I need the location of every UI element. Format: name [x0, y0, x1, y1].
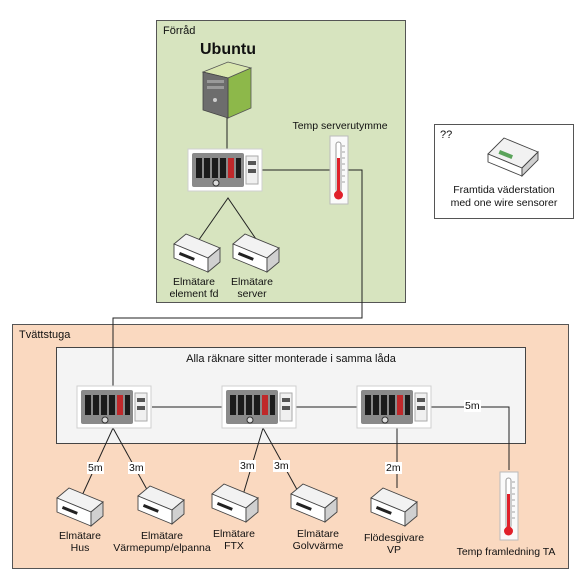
device-flow-2: VP — [386, 544, 401, 556]
device-el-golv-2: Golvvärme — [292, 540, 344, 552]
future-device-label-1: Framtida väderstation — [453, 184, 555, 196]
device-flow-1: Flödesgivare — [363, 532, 425, 544]
device-el-server-2: server — [237, 288, 267, 300]
cable-length-temp: 5m — [464, 400, 481, 412]
device-el-hus-2: Hus — [70, 542, 90, 554]
cable-length-vp: 3m — [128, 462, 145, 474]
cable-length-golv: 3m — [273, 460, 290, 472]
device-el-golv-1: Elmätare — [296, 528, 339, 540]
device-el-hus-1: Elmätare — [58, 530, 101, 542]
future-device-label-2: med one wire sensorer — [450, 197, 558, 209]
tvattstuga-title: Tvättstuga — [19, 329, 71, 341]
counter-box-title: Alla räknare sitter monterade i samma lå… — [186, 353, 396, 365]
device-el-vp-1: Elmätare — [140, 530, 183, 542]
device-el-ftx-1: Elmätare — [212, 528, 255, 540]
server-title: Ubuntu — [200, 41, 256, 58]
device-el-vp-2: Värmepump/elpanna — [113, 542, 211, 554]
device-el-fd-2: element fd — [169, 288, 219, 300]
future-title: ?? — [440, 129, 453, 141]
cable-length-hus: 5m — [87, 462, 104, 474]
temp-server-label: Temp serverutymme — [292, 120, 388, 132]
device-el-fd-1: Elmätare — [172, 276, 215, 288]
cable-length-ftx: 3m — [239, 460, 256, 472]
temp-ta-label: Temp framledning TA — [456, 546, 556, 558]
future-zone: ?? — [434, 124, 574, 219]
device-el-ftx-2: FTX — [224, 540, 244, 552]
forrad-title: Förråd — [163, 25, 196, 37]
device-el-server-1: Elmätare — [230, 276, 273, 288]
cable-length-flow: 2m — [385, 462, 402, 474]
